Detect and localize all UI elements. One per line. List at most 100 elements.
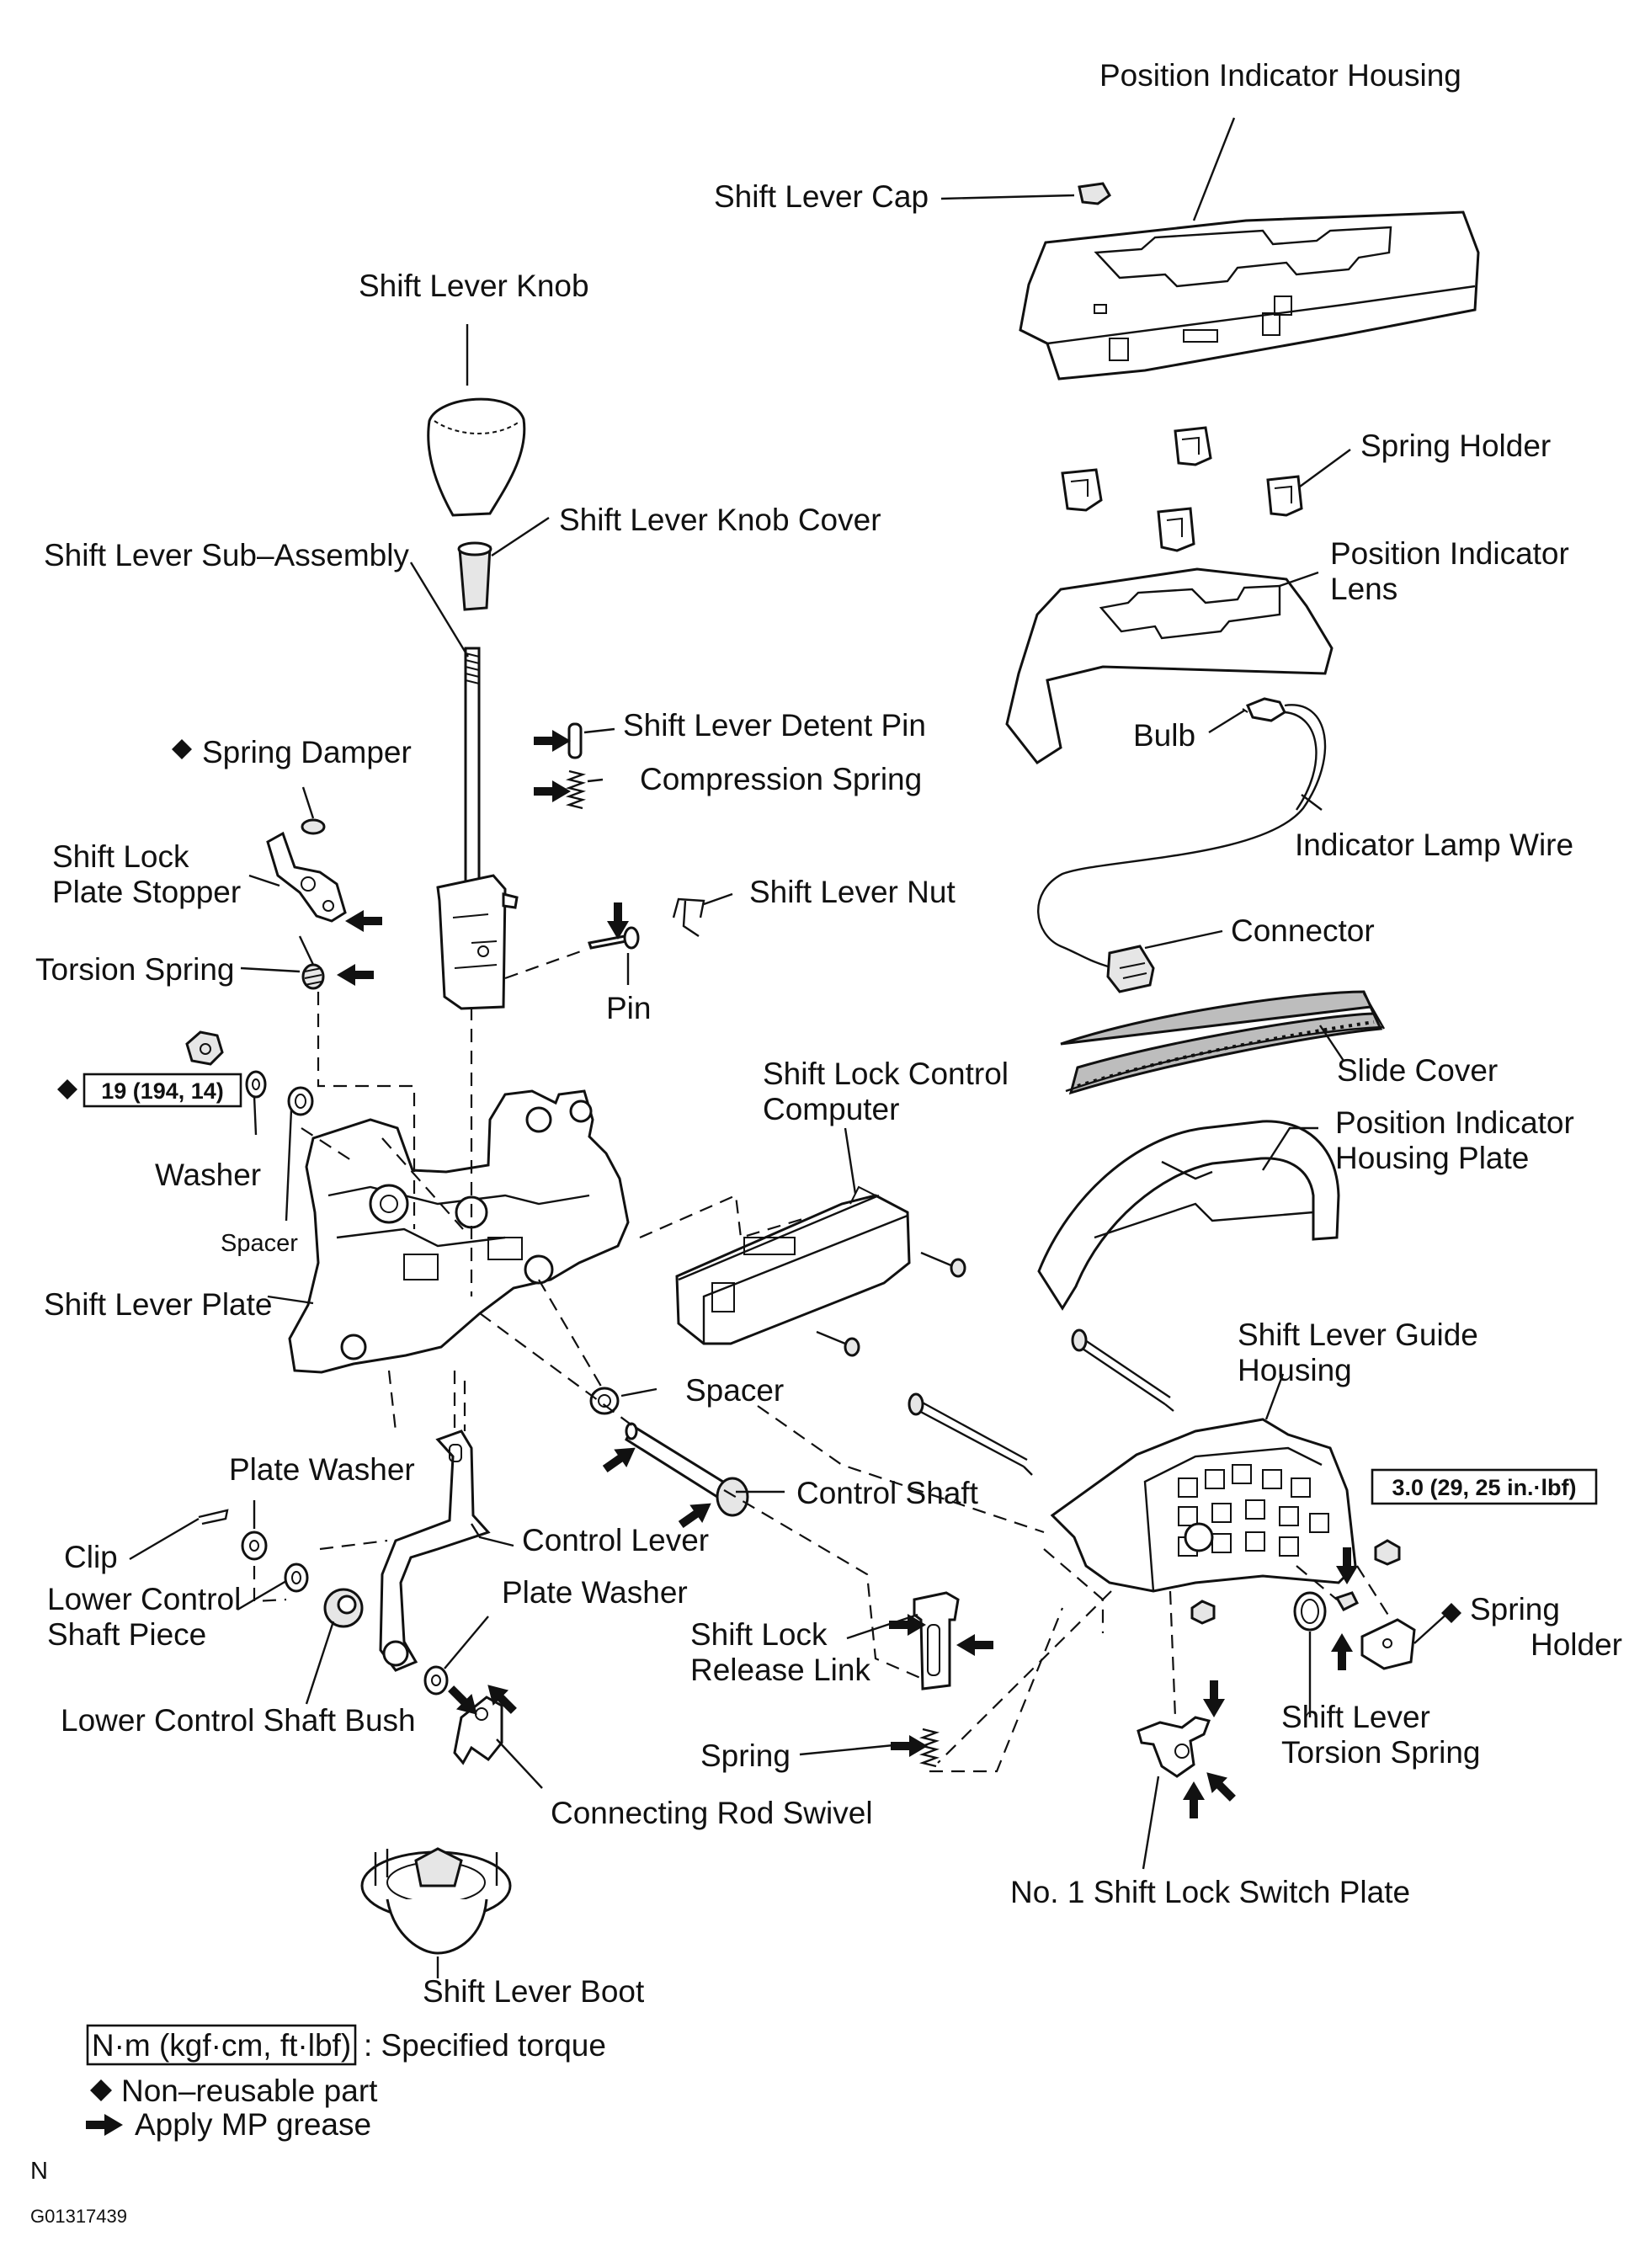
shift-lever-nut-part	[672, 897, 705, 937]
label-torsion-spring: Torsion Spring	[35, 952, 235, 987]
label-shift-lock-release-link-1: Shift Lock	[690, 1617, 828, 1652]
label-shift-lock-release-link-2: Release Link	[690, 1653, 870, 1687]
label-spring-damper: Spring Damper	[202, 735, 412, 769]
torque-right-value: 3.0 (29, 25 in.·lbf)	[1392, 1475, 1576, 1500]
nonreusable-diamonds	[57, 739, 1461, 1623]
shift-lever-knob-cover-part	[457, 541, 492, 611]
label-shift-lever-torsion-spring-2: Torsion Spring	[1281, 1735, 1481, 1770]
shift-lock-control-computer-part	[675, 1185, 911, 1345]
lower-control-shaft-piece-part	[284, 1563, 309, 1593]
label-position-indicator-lens-2: Lens	[1330, 572, 1397, 606]
label-shift-lever-guide-housing-1: Shift Lever Guide	[1238, 1318, 1478, 1352]
spring-holder-right-part	[1334, 1591, 1416, 1670]
legend-torque-box: N·m (kgf·cm, ft·lbf)	[92, 2028, 351, 2063]
spring-holder-clips	[1061, 426, 1303, 552]
diamond-icon	[90, 2079, 112, 2101]
label-shift-lever-guide-housing-2: Housing	[1238, 1353, 1352, 1387]
label-shift-lock-control-computer-2: Computer	[763, 1092, 899, 1126]
label-control-shaft: Control Shaft	[796, 1476, 979, 1510]
legend: N·m (kgf·cm, ft·lbf) : Specified torque …	[86, 2024, 606, 2142]
label-no1-shift-lock-switch-plate: No. 1 Shift Lock Switch Plate	[1010, 1875, 1410, 1909]
control-shaft-part	[625, 1422, 749, 1517]
lower-control-shaft-bush-part	[323, 1588, 364, 1628]
label-shift-lever-boot: Shift Lever Boot	[423, 1974, 645, 2009]
torque-box-left: 19 (194, 14)	[83, 1073, 242, 1108]
plate-washer-1-part	[241, 1531, 268, 1561]
position-indicator-lens-part	[1005, 567, 1334, 765]
label-shift-lock-control-computer-1: Shift Lock Control	[763, 1057, 1009, 1091]
legend-nonreusable: Non–reusable part	[121, 2074, 378, 2108]
label-shift-lever-sub-assembly: Shift Lever Sub–Assembly	[44, 538, 409, 572]
washer-part	[245, 1070, 267, 1099]
spacer-small-part	[287, 1086, 314, 1116]
figure-code: G01317439	[30, 2206, 127, 2227]
pin-part	[588, 926, 640, 950]
clip-part	[198, 1509, 229, 1525]
diamond-icon	[57, 1079, 77, 1099]
arrow-right-icon	[86, 2114, 123, 2136]
label-spring-holder-right-1: Spring	[1470, 1592, 1560, 1626]
label-shift-lever-cap: Shift Lever Cap	[714, 179, 929, 214]
label-shift-lever-nut: Shift Lever Nut	[749, 875, 956, 909]
label-control-lever: Control Lever	[522, 1523, 709, 1557]
slide-cover-part	[1060, 990, 1386, 1095]
label-bulb: Bulb	[1133, 718, 1195, 753]
compression-spring-part	[565, 769, 587, 810]
label-shift-lever-torsion-spring-1: Shift Lever	[1281, 1700, 1430, 1734]
guide-housing-nuts	[1190, 1539, 1401, 1625]
label-position-indicator-housing-plate-1: Position Indicator	[1335, 1105, 1574, 1140]
label-clip: Clip	[64, 1540, 118, 1574]
shift-lever-boot-part	[360, 1847, 512, 1955]
spring-damper-part	[301, 818, 326, 835]
footer: N G01317439	[30, 2158, 127, 2227]
label-lower-control-shaft-bush: Lower Control Shaft Bush	[61, 1703, 416, 1738]
shift-lock-plate-stopper-part	[266, 831, 347, 923]
label-plate-washer-2: Plate Washer	[502, 1575, 688, 1610]
label-spacer: Spacer	[685, 1373, 784, 1408]
torque-box-right: 3.0 (29, 25 in.·lbf)	[1371, 1468, 1598, 1505]
label-plate-washer-1: Plate Washer	[229, 1452, 415, 1487]
diamond-icon	[1441, 1603, 1461, 1623]
shift-lever-cap-part	[1078, 182, 1111, 205]
detent-pin-part	[567, 722, 583, 759]
legend-grease: Apply MP grease	[135, 2107, 371, 2142]
spacer-part	[589, 1387, 620, 1415]
label-indicator-lamp-wire: Indicator Lamp Wire	[1295, 828, 1573, 862]
label-shift-lever-detent-pin: Shift Lever Detent Pin	[623, 708, 926, 743]
label-connector: Connector	[1231, 913, 1375, 948]
label-spacer-small: Spacer	[221, 1230, 298, 1257]
label-spring-holder-right-2: Holder	[1531, 1627, 1622, 1662]
legend-torque-text: : Specified torque	[364, 2028, 606, 2063]
part-labels: Position Indicator Housing Shift Lever C…	[35, 58, 1622, 2009]
screw-parts	[816, 1251, 966, 1357]
label-compression-spring: Compression Spring	[640, 762, 922, 796]
label-slide-cover: Slide Cover	[1337, 1053, 1498, 1088]
torsion-spring-part	[298, 935, 325, 990]
assembly-dashed-lines	[253, 950, 1390, 1773]
nut-part	[185, 1030, 224, 1066]
label-lower-control-shaft-piece-2: Shaft Piece	[47, 1617, 206, 1652]
plate-washer-2-part	[423, 1665, 449, 1696]
control-lever-part	[379, 1429, 491, 1672]
label-washer: Washer	[155, 1158, 261, 1192]
label-spring-holder-top: Spring Holder	[1360, 429, 1551, 463]
position-indicator-housing-plate-part	[1037, 1120, 1340, 1311]
label-shift-lock-plate-stopper-2: Plate Stopper	[52, 875, 241, 909]
shift-lever-sub-assembly-part	[436, 647, 519, 1010]
label-position-indicator-housing-plate-2: Housing Plate	[1335, 1141, 1529, 1175]
label-position-indicator-lens-1: Position Indicator	[1330, 536, 1569, 571]
shift-lever-guide-housing-part	[1050, 1418, 1357, 1593]
spring-part	[918, 1728, 940, 1768]
no1-shift-lock-switch-plate-part	[1137, 1716, 1211, 1778]
orientation-mark: N	[30, 2158, 48, 2185]
label-spring: Spring	[700, 1738, 791, 1773]
shift-lock-release-link-part	[913, 1591, 960, 1690]
shift-lever-plate-part	[288, 1089, 630, 1374]
position-indicator-housing-part	[1019, 210, 1480, 381]
label-position-indicator-housing: Position Indicator Housing	[1099, 58, 1461, 93]
label-shift-lever-plate: Shift Lever Plate	[44, 1287, 272, 1322]
torque-left-value: 19 (194, 14)	[101, 1078, 224, 1104]
shift-lever-torsion-spring-part	[1293, 1591, 1327, 1632]
label-shift-lever-knob: Shift Lever Knob	[359, 269, 589, 303]
